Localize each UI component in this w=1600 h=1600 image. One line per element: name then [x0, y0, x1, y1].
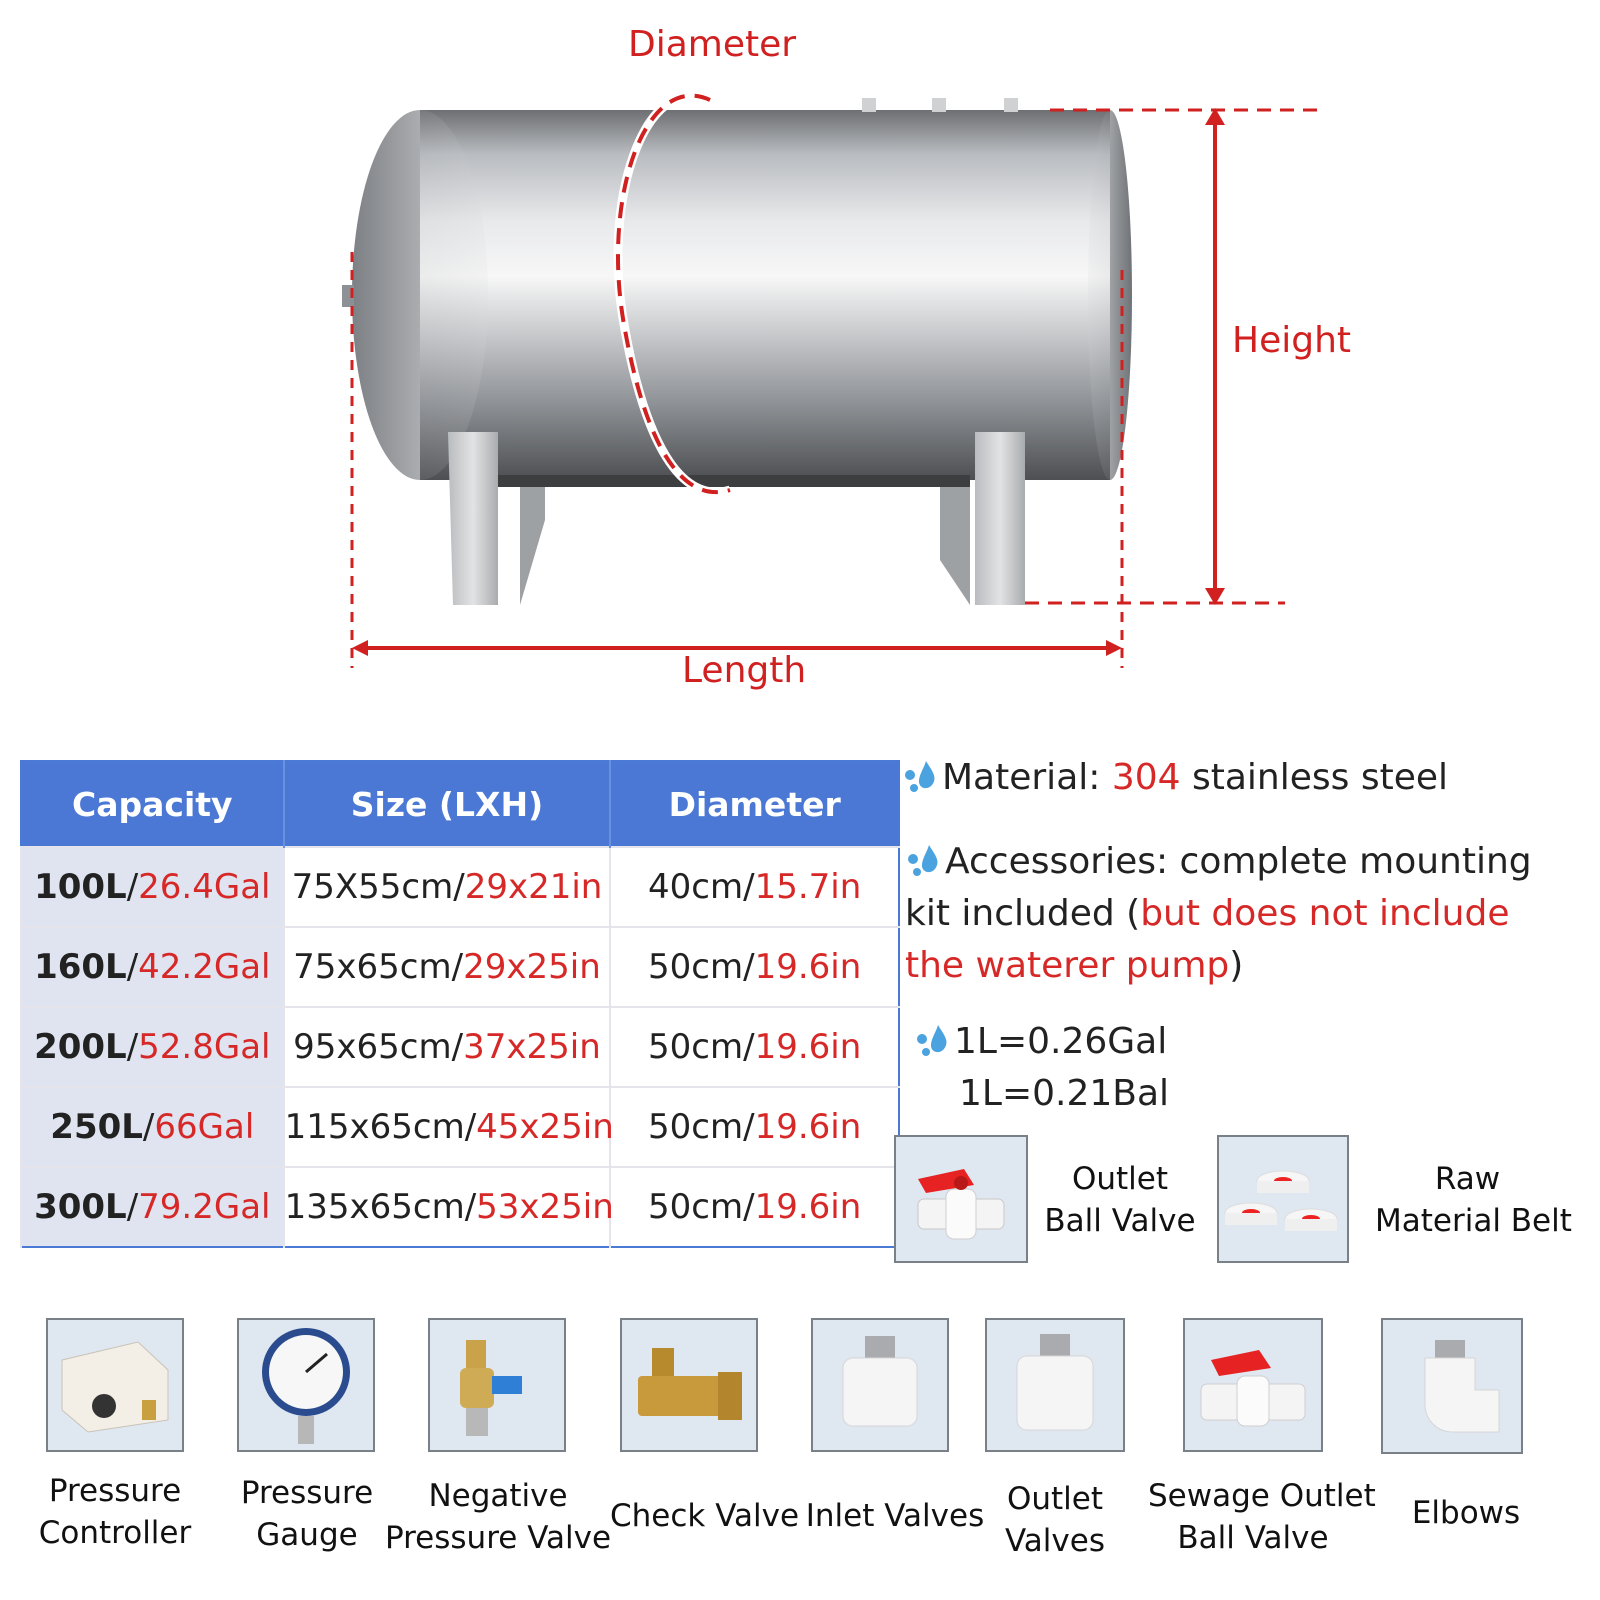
tank-illustration — [342, 91, 1325, 668]
inlet-valves-label: Inlet Valves — [805, 1498, 985, 1534]
table-header-row: Capacity Size (LXH) Diameter — [21, 761, 899, 847]
capacity-cell: 250L/66Gal — [20, 1086, 284, 1167]
size-cell: 75x65cm/29x25in — [282, 926, 611, 1007]
accessories-note: Accessories: complete mounting kit inclu… — [905, 836, 1585, 992]
length-label: Length — [682, 650, 807, 691]
size-cell: 75X55cm/29x21in — [282, 846, 611, 927]
diameter-cell: 50cm/19.6in — [609, 926, 899, 1007]
specification-table: Capacity Size (LXH) Diameter 100L/26.4Ga… — [20, 760, 900, 1248]
water-drops-icon — [917, 1025, 947, 1056]
size-cell: 135x65cm/53x25in — [282, 1166, 614, 1247]
inlet-valves-image — [811, 1318, 949, 1452]
conversion-note: 1L=0.26Gal 1L=0.21Bal — [914, 1016, 1169, 1120]
diameter-cell: 50cm/19.6in — [609, 1086, 899, 1167]
diameter-label: Diameter — [628, 24, 797, 65]
pressure-controller-image — [46, 1318, 184, 1452]
material-note: Material: 304 stainless steel — [902, 752, 1448, 804]
pressure-gauge-image — [237, 1318, 375, 1452]
accessories-exclusion-1: but does not include — [1140, 893, 1510, 934]
conversion-gal: 1L=0.26Gal — [954, 1021, 1168, 1062]
outlet-ball-valve-image — [894, 1135, 1028, 1263]
size-cell: 95x65cm/37x25in — [282, 1006, 611, 1087]
size-cell: 115x65cm/45x25in — [282, 1086, 614, 1167]
negative-pressure-valve-image — [428, 1318, 566, 1452]
header-diameter: Diameter — [609, 761, 899, 847]
diameter-cell: 40cm/15.7in — [609, 846, 899, 927]
diameter-cell: 50cm/19.6in — [609, 1166, 899, 1247]
capacity-cell: 100L/26.4Gal — [20, 846, 284, 927]
material-type: stainless steel — [1180, 757, 1449, 798]
raw-material-belt-image — [1217, 1135, 1349, 1263]
accessories-text-2: kit included ( — [905, 893, 1141, 934]
accessories-close-paren: ) — [1229, 945, 1244, 986]
header-size: Size (LXH) — [282, 761, 611, 847]
check-valve-label: Check Valve — [610, 1498, 800, 1534]
capacity-cell: 160L/42.2Gal — [20, 926, 284, 1007]
material-label: Material: — [942, 757, 1112, 798]
outlet-valves-image — [985, 1318, 1125, 1452]
diameter-cell: 50cm/19.6in — [609, 1006, 899, 1087]
sewage-outlet-ball-valve-image — [1183, 1318, 1323, 1452]
tank-diagram: Diameter Height Length — [0, 0, 1600, 720]
water-drops-icon — [905, 761, 935, 792]
accessories-exclusion-2: the waterer pump — [905, 945, 1230, 986]
accessories-text: Accessories: complete mounting — [945, 841, 1532, 882]
check-valve-image — [620, 1318, 758, 1452]
height-label: Height — [1232, 320, 1352, 361]
water-drops-icon — [908, 845, 938, 876]
conversion-bal: 1L=0.21Bal — [959, 1073, 1170, 1114]
elbows-image — [1381, 1318, 1523, 1454]
material-grade: 304 — [1111, 757, 1181, 798]
capacity-cell: 200L/52.8Gal — [20, 1006, 284, 1087]
header-capacity: Capacity — [21, 761, 284, 847]
elbows-label: Elbows — [1411, 1495, 1521, 1531]
capacity-cell: 300L/79.2Gal — [20, 1166, 284, 1247]
